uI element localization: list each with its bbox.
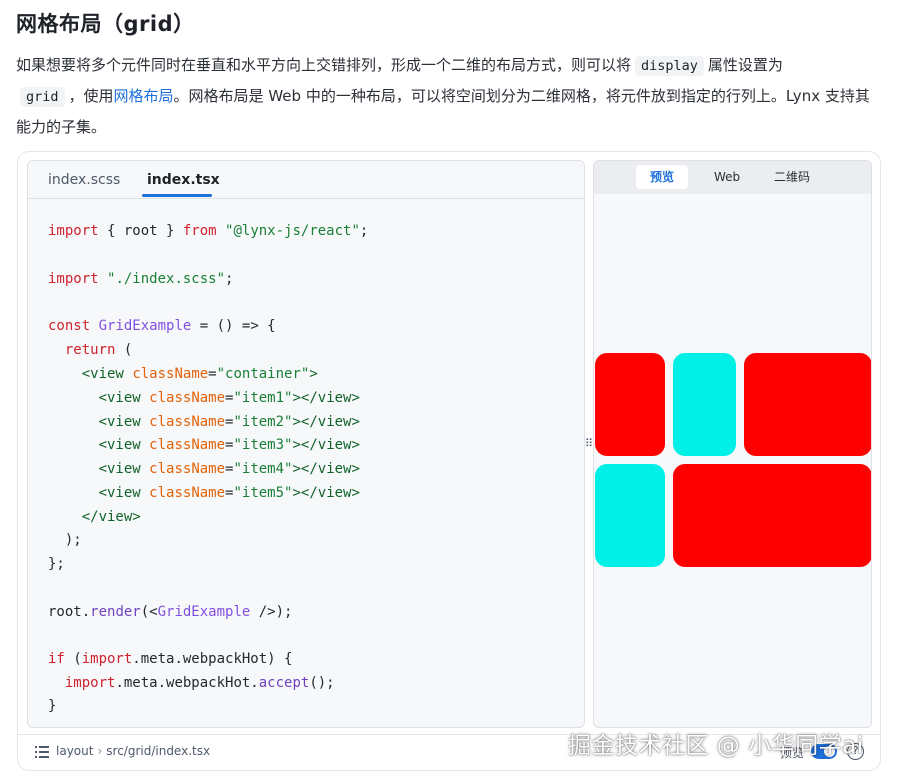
tab-web[interactable]: Web (714, 170, 741, 184)
code-line: root.render(<GridExample />); (48, 604, 293, 620)
tab-qrcode[interactable]: 二维码 (774, 170, 811, 184)
code-line: <view className="item5"></view> (98, 485, 360, 501)
code-line: <view className="item2"></view> (98, 414, 360, 430)
tab-preview[interactable]: 预览 (636, 165, 689, 189)
demo-panel: index.scss index.tsx import { root } fro… (17, 151, 881, 771)
breadcrumb: layout›src/grid/index.tsx (56, 744, 210, 758)
code-line: }; (48, 556, 65, 572)
grid-item-3 (744, 353, 871, 456)
help-icon[interactable]: ? (847, 743, 864, 760)
preview-tabs: 预览 Web 二维码 (594, 161, 871, 194)
code-line: if (import.meta.webpackHot) { (48, 651, 293, 667)
grid-item-2 (673, 353, 736, 456)
active-tab-indicator (142, 194, 212, 197)
grid-item-5 (673, 464, 871, 567)
code-line: ); (64, 532, 82, 548)
code-line: import "./index.scss"; (48, 271, 234, 287)
intro-text-1: 如果想要将多个元件同时在垂直和水平方向上交错排列，形成一个二维的布局方式，则可以… (16, 56, 632, 74)
chevron-right-icon: › (97, 744, 103, 758)
code-line: <view className="container"> (81, 366, 318, 382)
preview-panel: 预览 Web 二维码 (593, 160, 872, 728)
web-text: Web (268, 87, 302, 105)
code-line: } (48, 698, 57, 714)
list-icon[interactable] (35, 746, 49, 758)
intro-text-2: 属性设置为 (707, 56, 783, 74)
intro-text-3: ，使用 (68, 87, 114, 105)
grid-item-1 (595, 353, 665, 456)
breadcrumb-folder[interactable]: layout (56, 744, 94, 758)
inline-code-grid: grid (20, 87, 65, 107)
grid-item-4 (595, 464, 665, 567)
demo-footer: layout›src/grid/index.tsx 预览 ? (18, 734, 880, 770)
tab-index-scss[interactable]: index.scss (48, 172, 121, 188)
intro-paragraph: 如果想要将多个元件同时在垂直和水平方向上交错排列，形成一个二维的布局方式，则可以… (16, 50, 882, 142)
code-line: <view className="item1"></view> (98, 390, 360, 406)
code-line: const GridExample = () => { (48, 318, 276, 334)
preview-toggle-label: 预览 (780, 746, 805, 760)
grid-layout-link[interactable]: 网格布局 (113, 87, 174, 105)
resize-handle-icon[interactable]: ⠿ (585, 437, 594, 450)
editor-tabs: index.scss index.tsx (28, 161, 584, 199)
inline-code-display: display (635, 56, 704, 76)
code-line: <view className="item4"></view> (98, 461, 360, 477)
tab-index-tsx[interactable]: index.tsx (147, 172, 220, 188)
watermark: 掘金技术社区 @ 小华同学ai (568, 733, 864, 759)
code-editor: index.scss index.tsx import { root } fro… (27, 160, 585, 728)
preview-toggle[interactable] (811, 744, 837, 759)
page-title: 网格布局（grid） (16, 12, 195, 36)
breadcrumb-file[interactable]: src/grid/index.tsx (106, 744, 211, 758)
code-line: </view> (81, 509, 141, 525)
code-line: return ( (64, 342, 133, 358)
toggle-knob (824, 746, 835, 757)
code-line: import { root } from "@lynx-js/react"; (48, 223, 369, 239)
intro-text-4: 。网格布局是 (173, 87, 264, 105)
code-line: <view className="item3"></view> (98, 437, 360, 453)
intro-text-5: 中的一种布局，可以将空间划分为二维网格，将元件放到指定的行列上。Lynx 支持其… (16, 87, 870, 136)
code-line: import.meta.webpackHot.accept(); (64, 675, 335, 691)
